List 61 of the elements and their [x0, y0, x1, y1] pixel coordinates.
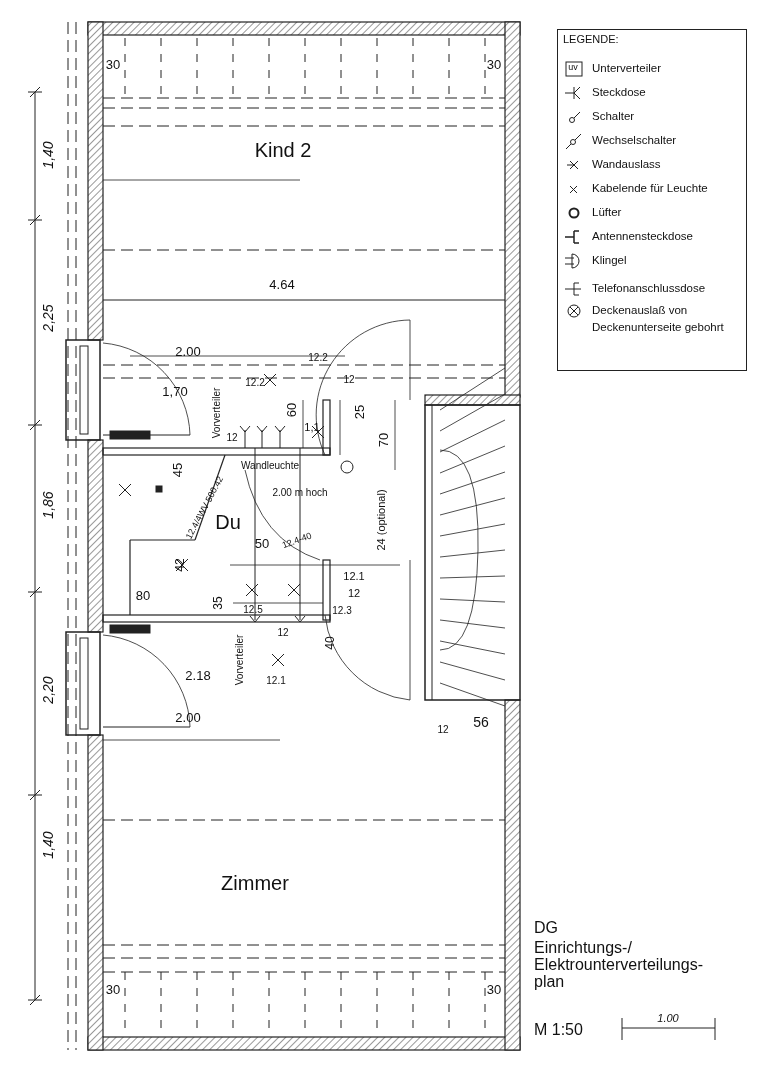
dimension-text: 30 [486, 58, 502, 72]
legend-text: Antennensteckdose [592, 229, 695, 244]
legend-text: Klingel [592, 253, 628, 268]
room-name: Du [215, 510, 241, 534]
dimension-text: 40 [323, 636, 337, 650]
legend-text: Deckenauslaß von Deckenunterseite gebohrt [592, 303, 725, 336]
dimension-text: 12.3 [332, 605, 352, 617]
dimension-text: 56 [473, 714, 489, 730]
dimension-text: 30 [486, 983, 502, 997]
dimension-text: 2.00 [175, 711, 201, 725]
dimension-text: 1,1 [304, 422, 320, 434]
dimension-text: 12 [277, 627, 289, 639]
dimension-text: 30 [105, 983, 121, 997]
dimension-text: 12.2 [245, 377, 265, 389]
dimension-text: 70 [377, 432, 391, 448]
scale-text: 1.00 [657, 1013, 679, 1025]
legend-heading: LEGENDE: [563, 34, 619, 46]
legend-text: Wechselschalter [592, 133, 678, 148]
scale-text: M 1:50 [534, 1022, 583, 1039]
legend-text: Wandauslass [592, 157, 662, 172]
dimension-text: 50 [254, 537, 270, 551]
dimension-text: 12 [347, 588, 361, 600]
dimension-text: 30 [105, 58, 121, 72]
distributor-label: Vorverteiler [211, 387, 223, 439]
height-note: 2.00 m hoch [271, 487, 329, 499]
dimension-text: 1,70 [162, 385, 188, 399]
dimension-text: 12.1 [343, 571, 365, 583]
dimension-text: 45 [171, 462, 185, 478]
dimension-text: 12.2 [308, 352, 328, 364]
dimension-text: 25 [353, 404, 367, 420]
symbol-code: uv [568, 63, 578, 73]
legend-text: Kabelende für Leuchte [592, 181, 709, 196]
height-note: 24 (optional) [376, 489, 388, 551]
dimension-text: 12 [343, 374, 355, 386]
dimension-text: 1,40 [40, 831, 56, 859]
dimension-text: 2,25 [40, 304, 56, 332]
room-name: Kind 2 [254, 138, 312, 162]
dimension-text: 2.18 [185, 669, 211, 683]
legend-text: Telefonanschlussdose [592, 281, 707, 296]
dimension-text: 12.1 [266, 675, 286, 687]
dimension-text: 1,86 [40, 491, 56, 519]
dimension-text: 12.5 [243, 604, 263, 616]
dimension-text: 80 [135, 589, 151, 603]
plan-title: DG [534, 920, 558, 937]
dimension-text: 1,40 [40, 141, 56, 169]
dimension-text: 2,20 [40, 676, 56, 704]
dimension-text: 35 [211, 596, 225, 610]
dimension-text: 12 [437, 724, 449, 736]
legend-text: Unterverteiler [592, 61, 663, 76]
distributor-label: Vorverteiler [234, 634, 246, 686]
dimension-text: 12 [226, 432, 238, 444]
fixture-label: Wandleuchte [241, 460, 299, 472]
dimension-text: 4.64 [269, 278, 295, 292]
legend-text: Schalter [592, 109, 636, 124]
room-name: Zimmer [221, 871, 289, 895]
dimension-text: 42 [173, 558, 187, 572]
dimension-text: 2.00 [175, 345, 201, 359]
legend-text: Steckdose [592, 85, 647, 100]
dimension-text: 60 [285, 402, 299, 418]
legend-text: Lüfter [592, 205, 623, 220]
plan-title: Einrichtungs-/ Elektrounterverteilungs- plan [534, 940, 704, 991]
